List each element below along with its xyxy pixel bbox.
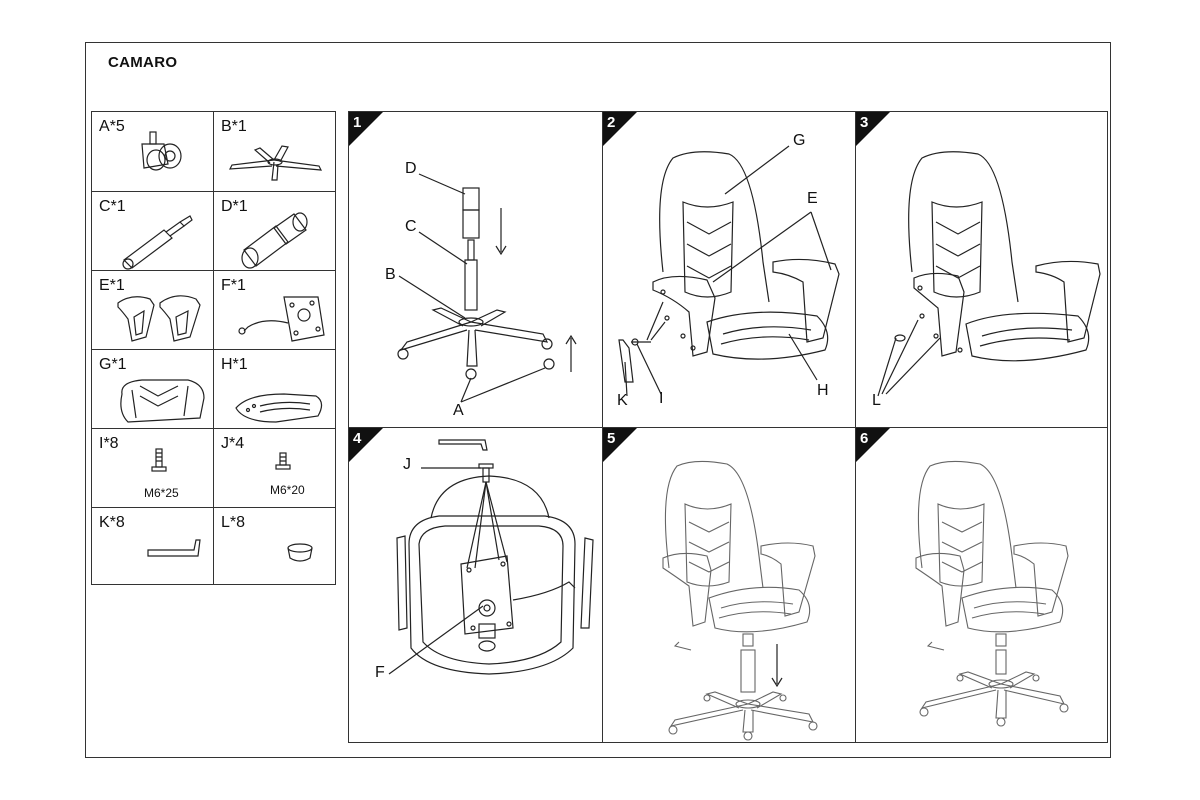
- base-assembly-drawing: [397, 173, 577, 403]
- step-6-panel: 6: [856, 428, 1109, 743]
- part-label: G*1: [99, 356, 127, 373]
- callout-f: F: [375, 664, 385, 681]
- chair-caps-drawing: [877, 151, 1101, 397]
- step-number-badge: 5: [603, 428, 637, 462]
- parts-divider: [92, 428, 335, 429]
- armrests-icon: [117, 295, 201, 342]
- part-label: I*8: [99, 435, 119, 452]
- part-label: H*1: [221, 356, 248, 373]
- callout-j: J: [403, 456, 411, 473]
- part-d: D*1: [214, 192, 335, 271]
- allen-key-icon: [147, 539, 201, 557]
- callout-k: K: [617, 392, 628, 409]
- callout-b: B: [385, 266, 396, 283]
- step-5-panel: 5: [603, 428, 856, 743]
- backrest-icon: [120, 379, 205, 423]
- part-label: B*1: [221, 118, 247, 135]
- part-label: L*8: [221, 514, 246, 531]
- part-label: K*8: [99, 514, 125, 531]
- cover-sleeve-icon: [241, 212, 308, 269]
- caster-wheel-icon: [141, 131, 182, 171]
- product-title: CAMARO: [108, 54, 178, 71]
- parts-divider: [92, 270, 335, 271]
- bolt-size-label: M6*25: [144, 486, 179, 500]
- parts-divider: [92, 349, 335, 350]
- instruction-sheet-frame: [85, 42, 1111, 758]
- callout-a: A: [453, 402, 464, 419]
- assembly-steps: 1 D C B A: [348, 111, 1108, 743]
- cap-icon: [287, 543, 313, 562]
- steps-divider: [349, 427, 1107, 428]
- part-label: D*1: [221, 198, 248, 215]
- parts-list: A*5 B*1 C*1: [91, 111, 336, 585]
- part-a: A*5: [92, 112, 213, 191]
- part-label: J*4: [221, 435, 245, 452]
- callout-e: E: [807, 190, 818, 207]
- part-j: J*4 M6*20: [214, 429, 335, 508]
- part-label: E*1: [99, 277, 125, 294]
- step-number-badge: 2: [603, 112, 637, 146]
- callout-h: H: [817, 382, 829, 399]
- chair-seat-back-drawing: [618, 145, 840, 397]
- parts-divider: [213, 112, 214, 584]
- part-g: G*1: [92, 350, 213, 429]
- mechanism-install-drawing: [388, 439, 594, 675]
- part-label: A*5: [99, 118, 125, 135]
- step-3-panel: 3 L: [856, 112, 1109, 427]
- seat-cushion-icon: [235, 393, 323, 423]
- step-4-panel: 4 J F: [349, 428, 602, 743]
- bolt-icon: [275, 452, 291, 470]
- step-number-badge: 3: [856, 112, 890, 146]
- part-h: H*1: [214, 350, 335, 429]
- part-k: K*8: [92, 508, 213, 587]
- finished-chair-drawing: [915, 460, 1069, 727]
- star-base-icon: [228, 145, 323, 181]
- step-1-panel: 1 D C B A: [349, 112, 602, 427]
- part-i: I*8 M6*25: [92, 429, 213, 508]
- step-2-panel: 2 G E K I H: [603, 112, 856, 427]
- callout-i: I: [659, 390, 664, 407]
- part-label: C*1: [99, 198, 126, 215]
- part-c: C*1: [92, 192, 213, 271]
- parts-divider: [92, 191, 335, 192]
- parts-divider: [92, 507, 335, 508]
- chair-on-base-drawing: [662, 460, 818, 741]
- part-l: L*8: [214, 508, 335, 587]
- step-number-badge: 6: [856, 428, 890, 462]
- step-number-badge: 1: [349, 112, 383, 146]
- part-e: E*1: [92, 271, 213, 350]
- part-f: F*1: [214, 271, 335, 350]
- callout-c: C: [405, 218, 417, 235]
- callout-d: D: [405, 160, 417, 177]
- part-b: B*1: [214, 112, 335, 191]
- bolt-icon: [151, 448, 167, 472]
- step-number-badge: 4: [349, 428, 383, 462]
- part-label: F*1: [221, 277, 246, 294]
- mechanism-plate-icon: [238, 296, 325, 342]
- gas-lift-icon: [122, 215, 193, 270]
- bolt-size-label: M6*20: [270, 483, 305, 497]
- callout-g: G: [793, 132, 806, 149]
- callout-l: L: [872, 392, 881, 409]
